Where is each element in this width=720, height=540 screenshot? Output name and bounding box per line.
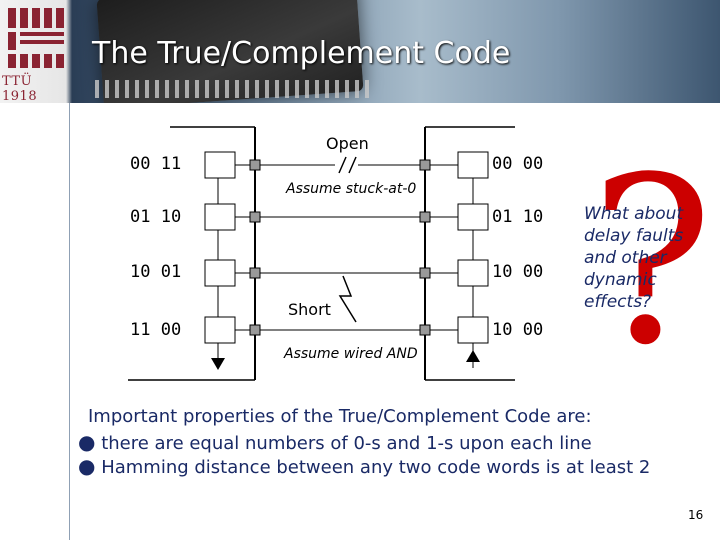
pad-right-2	[419, 211, 431, 223]
right-code-1: 00 00	[492, 154, 543, 174]
up-arrow-icon	[466, 350, 480, 362]
wired-and-label: Assume wired AND	[283, 346, 418, 362]
pad-right-3	[419, 267, 431, 279]
stuck-at-label: Assume stuck-at-0	[285, 181, 416, 197]
left-code-4: 11 00	[130, 320, 181, 340]
question-note-line: delay faults	[584, 226, 684, 246]
left-driver-box-3	[204, 259, 236, 287]
open-label: Open	[326, 134, 369, 153]
open-break-mark-1	[338, 156, 347, 174]
university-logo-icon	[4, 6, 66, 70]
bullet-icon: ●	[78, 430, 96, 454]
left-driver-box-4	[204, 316, 236, 344]
short-label: Short	[288, 300, 331, 319]
pad-left-1	[249, 159, 261, 171]
right-receiver-box-1	[457, 151, 489, 179]
question-note-line: What about	[584, 204, 684, 224]
right-receiver-box-2	[457, 203, 489, 231]
page-number: 16	[688, 508, 704, 522]
bullet-icon: ●	[78, 454, 96, 478]
right-receiver-box-4	[457, 316, 489, 344]
right-code-3: 10 00	[492, 262, 543, 282]
right-code-4: 10 00	[492, 320, 543, 340]
pad-right-1	[419, 159, 431, 171]
open-break-mark-2	[348, 156, 357, 174]
right-receiver-box-3	[457, 259, 489, 287]
slide-title: The True/Complement Code	[92, 36, 511, 71]
left-driver-box-1	[204, 151, 236, 179]
question-note-line: dynamic	[584, 270, 657, 290]
left-code-3: 10 01	[130, 262, 181, 282]
question-mark-icon: ?	[590, 129, 714, 396]
slide-header: TTÜ 1918 The True/Complement Code	[0, 0, 720, 103]
question-note: What about delay faults and other dynami…	[584, 203, 714, 313]
bullet-text: there are equal numbers of 0-s and 1-s u…	[101, 433, 592, 454]
pad-left-4	[249, 324, 261, 336]
chip-pins	[95, 80, 375, 98]
pad-left-2	[249, 211, 261, 223]
properties-intro: Important properties of the True/Complem…	[88, 406, 592, 427]
bullet-item-1: ● there are equal numbers of 0-s and 1-s…	[78, 430, 592, 454]
left-driver-box-2	[204, 203, 236, 231]
pad-right-4	[419, 324, 431, 336]
left-margin-line	[69, 103, 70, 540]
right-code-2: 01 10	[492, 207, 543, 227]
logo-text: TTÜ 1918	[2, 74, 38, 103]
question-note-line: effects?	[584, 292, 652, 312]
bullet-text: Hamming distance between any two code wo…	[101, 457, 651, 478]
short-lightning-icon	[338, 275, 357, 323]
question-note-line: and other	[584, 248, 667, 268]
bullet-item-2: ● Hamming distance between any two code …	[78, 454, 650, 478]
down-arrow-icon	[211, 358, 225, 370]
pad-left-3	[249, 267, 261, 279]
left-code-1: 00 11	[130, 154, 181, 174]
left-code-2: 01 10	[130, 207, 181, 227]
